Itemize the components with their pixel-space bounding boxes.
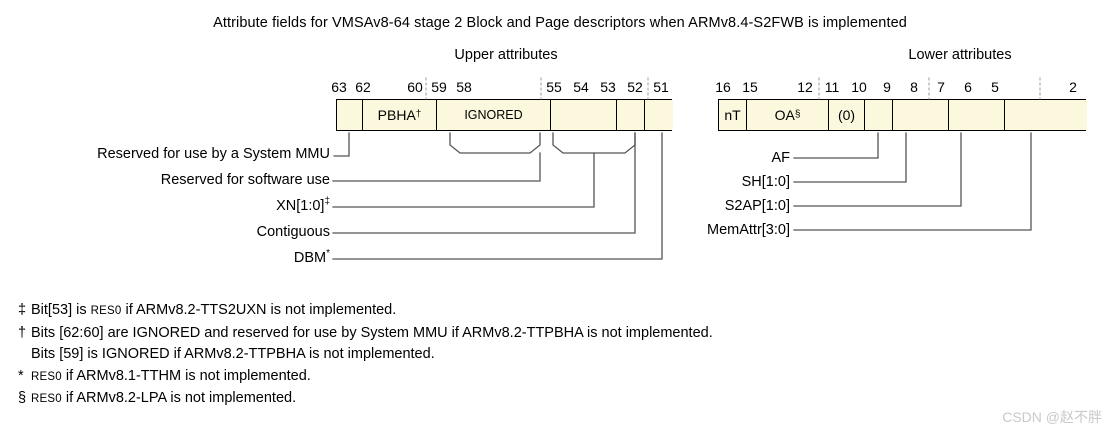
lower-cell-af (865, 100, 893, 130)
brace-reserved-software-use (449, 132, 541, 154)
footnote-pbha-continued: Bits [59] is IGNORED if ARMv8.2-TTPBHA i… (18, 344, 1018, 366)
callout-xn-label: XN[1:0] (276, 198, 325, 214)
lower-bit-label-7: 7 (937, 79, 945, 95)
lower-cell-oa-label: OA (774, 107, 795, 123)
dbm-footnote-marker: * (326, 248, 330, 260)
footnote-dbm: * RES0 if ARMv8.1-TTHM is not implemented… (18, 366, 1018, 389)
lower-attributes-field-box: nT OA§ (0) (718, 99, 1087, 131)
footnote-marker-dagger: † (18, 324, 27, 341)
upper-bit-label-53: 53 (600, 79, 616, 95)
upper-bit-label-62: 62 (355, 79, 371, 95)
footnote-xn-pre: Bit[53] is (31, 302, 91, 318)
upper-cell-pbha-label: PBHA (377, 107, 416, 123)
upper-cell-xn (551, 100, 617, 130)
footnote-marker-section: § (18, 390, 27, 406)
callout-af: AF (771, 150, 790, 166)
upper-bit-label-54: 54 (573, 79, 589, 95)
leader-reserved-software-use (332, 152, 541, 182)
footnote-xn: ‡Bit[53] is RES0 if ARMv8.2-TTS2UXN is n… (18, 300, 1018, 323)
upper-bit-label-60: 60 (407, 79, 423, 95)
upper-bit-label-58: 58 (456, 79, 472, 95)
upper-bit-label-63: 63 (331, 79, 347, 95)
footnote-dbm-res0: RES0 (31, 370, 62, 383)
callout-s2ap: S2AP[1:0] (724, 198, 790, 214)
footnote-xn-res0: RES0 (90, 305, 122, 317)
lower-cell-res0: (0) (829, 100, 865, 130)
upper-bit-label-55: 55 (546, 79, 562, 95)
callout-reserved-software-use: Reserved for software use (160, 172, 330, 188)
callout-xn: XN[1:0]‡ (20, 196, 330, 214)
leader-sh (793, 132, 907, 183)
upper-bit-label-52: 52 (627, 79, 643, 95)
leader-xn (332, 152, 595, 208)
lower-cell-sh (893, 100, 949, 130)
footnote-marker-double-dagger: ‡ (18, 302, 27, 318)
lower-bit-label-6: 6 (964, 79, 972, 95)
lower-bit-label-16: 16 (715, 79, 731, 95)
upper-bit-label-51: 51 (653, 79, 669, 95)
leader-af (793, 132, 879, 159)
callout-dbm: DBM* (20, 248, 330, 266)
leader-reserved-system-mmu (333, 132, 350, 157)
footnote-marker-asterisk: * (18, 367, 24, 384)
lower-bit-label-15: 15 (742, 79, 758, 95)
lower-cell-nt: nT (719, 100, 747, 130)
footnote-oa: § RES0 if ARMv8.2-LPA is not implemented. (18, 388, 1018, 411)
footnote-pbha: †Bits [62:60] are IGNORED and reserved f… (18, 323, 1018, 345)
upper-attributes-heading: Upper attributes (454, 47, 558, 63)
lower-bit-label-10: 10 (851, 79, 867, 95)
upper-cell-dbm (645, 100, 673, 130)
footnote-pbha-text: Bits [62:60] are IGNORED and reserved fo… (31, 324, 713, 341)
leader-s2ap (793, 132, 962, 207)
callout-memattr: MemAttr[3:0] (707, 222, 790, 238)
lower-bit-label-9: 9 (883, 79, 891, 95)
footnote-pbha-continued-text: Bits [59] is IGNORED if ARMv8.2-TTPBHA i… (31, 346, 435, 362)
footnote-dbm-post: if ARMv8.1-TTHM is not implemented. (61, 367, 311, 384)
callout-dbm-label: DBM (293, 250, 327, 266)
lower-bit-label-2: 2 (1069, 79, 1077, 95)
upper-cell-pbha: PBHA† (363, 100, 437, 130)
footnote-xn-post: if ARMv8.2-TTS2UXN is not implemented. (121, 302, 397, 318)
watermark: CSDN @赵不胖 (1002, 409, 1102, 425)
upper-bit-label-59: 59 (431, 79, 447, 95)
upper-attributes-field-box: PBHA† IGNORED (336, 99, 673, 131)
lower-bit-label-8: 8 (910, 79, 918, 95)
lower-bit-label-11: 11 (824, 79, 840, 95)
leader-memattr (793, 132, 1032, 231)
leader-contiguous (332, 132, 636, 234)
lower-attributes-heading: Lower attributes (908, 47, 1012, 63)
lower-cell-oa: OA§ (747, 100, 829, 130)
callout-sh: SH[1:0] (741, 174, 790, 190)
upper-cell-63 (337, 100, 363, 130)
upper-cell-contiguous (617, 100, 645, 130)
callout-contiguous: Contiguous (256, 224, 330, 240)
lower-cell-s2ap (949, 100, 1005, 130)
callout-reserved-system-mmu: Reserved for use by a System MMU (97, 146, 330, 162)
footnote-oa-post: if ARMv8.2-LPA is not implemented. (61, 390, 297, 406)
lower-cell-memattr (1005, 100, 1087, 130)
lower-bit-label-5: 5 (991, 79, 999, 95)
footnote-oa-res0: RES0 (31, 393, 62, 405)
xn-footnote-marker: ‡ (324, 196, 330, 208)
footnotes-block: ‡Bit[53] is RES0 if ARMv8.2-TTS2UXN is n… (18, 300, 1018, 411)
diagram-title: Attribute fields for VMSAv8-64 stage 2 B… (213, 15, 907, 31)
upper-cell-ignored: IGNORED (437, 100, 551, 130)
lower-bit-label-12: 12 (797, 79, 813, 95)
